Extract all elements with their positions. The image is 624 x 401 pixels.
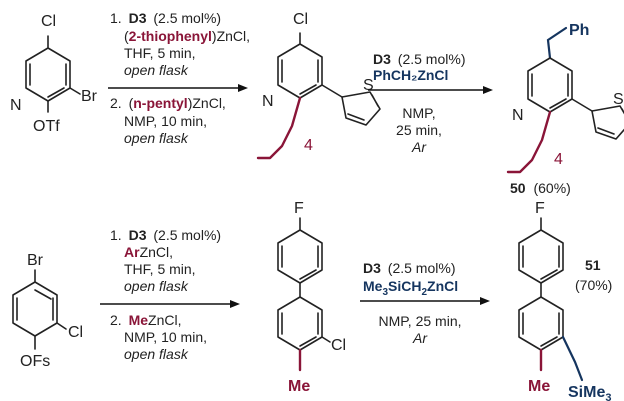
reaction-arrow-1: [108, 84, 248, 92]
svg-text:2. (n-pentyl)ZnCl,: 2. (n-pentyl)ZnCl,: [110, 95, 226, 111]
svg-text:2. MeZnCl,: 2. MeZnCl,: [110, 312, 181, 328]
conditions-4: 1. D3 (2.5 mol%) ArZnCl, THF, 5 min, ope…: [110, 227, 221, 294]
svg-text:D3 (2.5 mol%): D3 (2.5 mol%): [373, 51, 465, 67]
methyl-label: Me: [528, 378, 550, 395]
bromo-label: Br: [81, 88, 98, 105]
conditions-2: 2. (n-pentyl)ZnCl, NMP, 10 min, open fla…: [110, 95, 226, 146]
chloro-label: Cl: [68, 324, 83, 341]
svg-text:1. D3 (2.5 mol%): 1. D3 (2.5 mol%): [110, 227, 221, 243]
pyridine-nitrogen-label: N: [512, 107, 524, 124]
reaction-arrow-2: [368, 86, 493, 94]
product-50: Ph N S 4 50 (60%): [506, 22, 624, 196]
fluoro-label: F: [535, 200, 545, 217]
chain-length-subscript: 4: [304, 137, 313, 154]
chloro-label: Cl: [41, 13, 56, 30]
svg-text:open flask: open flask: [124, 130, 189, 146]
svg-text:open flask: open flask: [124, 62, 189, 78]
svg-text:Me3SiCH2ZnCl: Me3SiCH2ZnCl: [363, 278, 458, 298]
thiophene-sulfur-label: S: [363, 77, 374, 94]
svg-text:50 (60%): 50 (60%): [510, 180, 571, 196]
svg-text:open flask: open flask: [124, 278, 189, 294]
svg-text:PhCH₂ZnCl: PhCH₂ZnCl: [373, 67, 448, 83]
chloro-label: Cl: [293, 11, 308, 28]
compound-number-51: 51: [585, 257, 601, 273]
fluorosulfate-label: OFs: [20, 353, 50, 370]
intermediate-2: F Cl Me: [277, 200, 346, 395]
yield-51: (70%): [575, 277, 612, 293]
benzyl-phenyl-label: Ph: [569, 22, 589, 39]
intermediate-1: Cl N S 4: [256, 11, 381, 160]
starting-material-2: Br Cl OFs: [12, 252, 83, 370]
fluoro-label: F: [294, 200, 304, 217]
chloro-label: Cl: [331, 337, 346, 354]
triflate-label: OTf: [33, 118, 60, 135]
yield-50: (60%): [533, 180, 570, 196]
svg-text:THF, 5 min,: THF, 5 min,: [124, 261, 196, 277]
pyridine-nitrogen-label: N: [10, 97, 22, 114]
svg-text:Ar: Ar: [411, 139, 427, 155]
svg-text:NMP, 25 min,: NMP, 25 min,: [379, 313, 462, 329]
methyl-label: Me: [288, 378, 310, 395]
svg-text:25 min,: 25 min,: [396, 122, 442, 138]
thiophene-sulfur-label: S: [613, 91, 624, 108]
conditions-3: D3 (2.5 mol%) PhCH₂ZnCl NMP, 25 min, Ar: [373, 51, 465, 155]
compound-number-50: 50: [510, 180, 526, 196]
svg-text:ArZnCl,: ArZnCl,: [124, 244, 173, 260]
pyridine-nitrogen-label: N: [262, 93, 274, 110]
reaction-arrow-3: [100, 300, 240, 308]
svg-text:NMP, 10 min,: NMP, 10 min,: [124, 113, 207, 129]
svg-text:(2-thiophenyl)ZnCl,: (2-thiophenyl)ZnCl,: [124, 28, 250, 44]
trimethylsilyl-label: SiMe3: [568, 384, 611, 401]
svg-text:THF, 5 min,: THF, 5 min,: [124, 45, 196, 61]
conditions-1: 1. D3 (2.5 mol%) (2-thiophenyl)ZnCl, THF…: [110, 10, 250, 78]
svg-text:D3 (2.5 mol%): D3 (2.5 mol%): [363, 260, 455, 276]
product-51: F Me SiMe3 51 (70%): [518, 200, 612, 401]
starting-material-1: Cl Br N OTf: [10, 13, 98, 135]
chain-length-subscript: 4: [554, 151, 563, 168]
svg-text:1. D3 (2.5 mol%): 1. D3 (2.5 mol%): [110, 10, 221, 26]
conditions-5: 2. MeZnCl, NMP, 10 min, open flask: [110, 312, 207, 362]
svg-text:NMP, 10 min,: NMP, 10 min,: [124, 329, 207, 345]
bromo-label: Br: [27, 252, 44, 269]
conditions-6: D3 (2.5 mol%) Me3SiCH2ZnCl NMP, 25 min, …: [363, 260, 462, 346]
svg-text:NMP,: NMP,: [402, 105, 435, 121]
reaction-arrow-4: [360, 297, 490, 305]
svg-text:open flask: open flask: [124, 346, 189, 362]
svg-text:Ar: Ar: [412, 330, 428, 346]
